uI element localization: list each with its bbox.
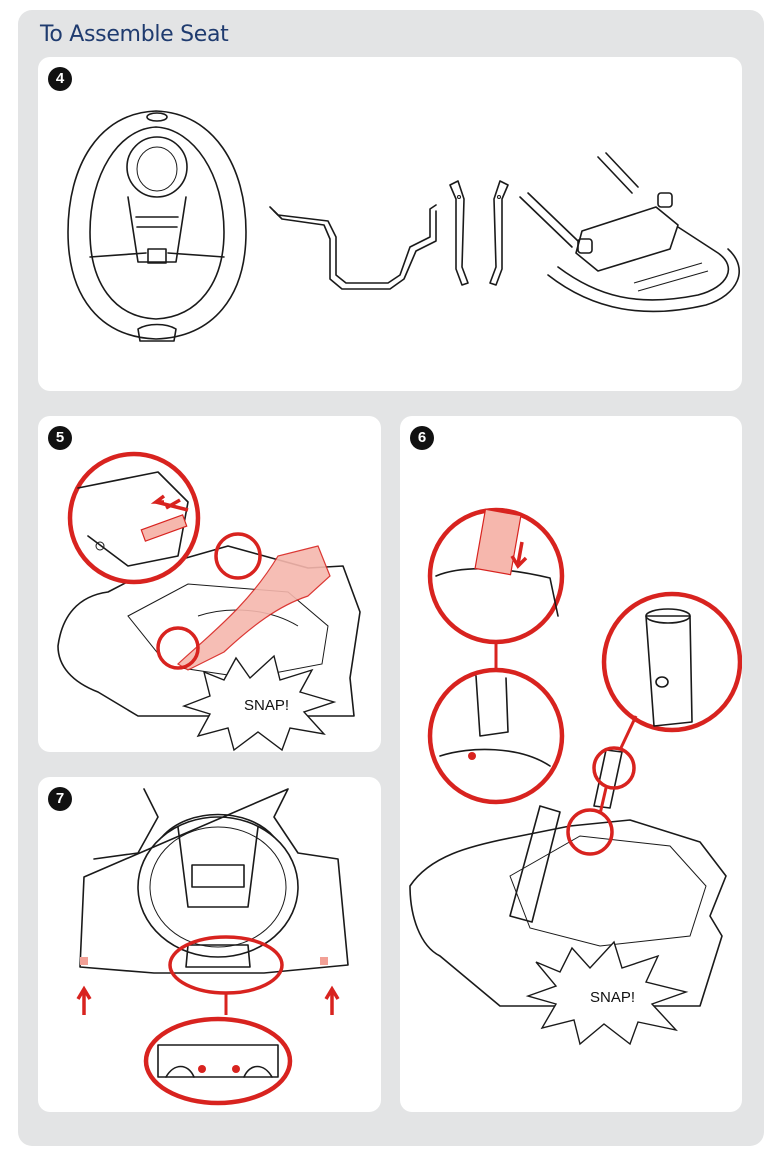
snap-callout: SNAP! — [590, 989, 635, 1006]
instruction-sheet: To Assemble Seat 4 — [18, 10, 764, 1146]
step-5-illustration: SNAP! — [57, 451, 361, 752]
snap-callout: SNAP! — [244, 697, 289, 714]
step-5-panel: 5 SNAP! — [38, 416, 381, 752]
step-number-badge: 5 — [48, 426, 72, 450]
page-title: To Assemble Seat — [40, 22, 229, 47]
step-number-badge: 6 — [410, 426, 434, 450]
frame-bar-part — [269, 204, 437, 284]
step-4-panel: 4 — [38, 57, 742, 391]
step-7-illustration — [76, 788, 349, 1106]
base-part — [519, 152, 740, 313]
step-4-illustration — [67, 110, 740, 342]
step-7-panel: 7 — [38, 777, 381, 1112]
step-6-illustration: SNAP! — [409, 507, 742, 1046]
step-6-panel: 6 — [400, 416, 742, 1112]
step-number-badge: 7 — [48, 787, 72, 811]
seat-part — [67, 110, 247, 342]
step-number-badge: 4 — [48, 67, 72, 91]
side-leg-parts — [449, 180, 509, 286]
